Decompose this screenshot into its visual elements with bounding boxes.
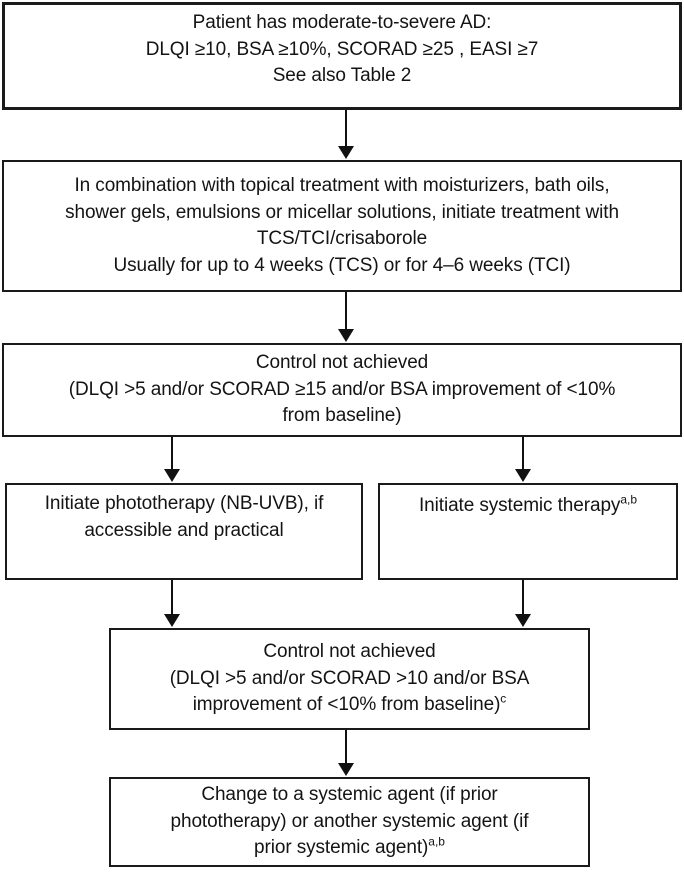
node-text-line: In combination with topical treatment wi…: [74, 175, 610, 196]
node-text-line: Change to a systemic agent (if prior: [201, 784, 498, 806]
node-text-line: Usually for up to 4 weeks (TCS) or for 4…: [113, 254, 571, 276]
node-text-line: (DLQI >5 and/or SCORAD >10 and/or BSA: [169, 667, 530, 689]
arrow-shaft: [522, 580, 524, 616]
node-text: improvement of <10% from baseline): [192, 694, 501, 716]
node-text-line: DLQI ≥10, BSA ≥10%, SCORAD ≥25 , EASI ≥7: [145, 38, 539, 60]
node-initiate-systemic-therapy: Initiate systemic therapya,b: [378, 483, 678, 580]
arrow-shaft: [171, 437, 173, 471]
node-topical-treatment: In combination with topical treatment wi…: [2, 160, 682, 292]
node-text: Initiate systemic therapy: [419, 495, 621, 516]
node-control-not-achieved-first: Control not achieved (DLQI >5 and/or SCO…: [2, 343, 682, 437]
flow-arrow-box1-to-box2: [338, 110, 354, 159]
footnote-marker: c: [500, 691, 507, 706]
flow-arrow-box5-to-box6: [515, 580, 531, 627]
node-text-line: (DLQI >5 and/or SCORAD ≥15 and/or BSA im…: [68, 378, 616, 400]
arrow-shaft: [345, 292, 347, 331]
node-text-line: Control not achieved: [263, 641, 436, 663]
arrow-head-icon: [338, 146, 354, 159]
flow-arrow-box4-to-box6: [164, 580, 180, 627]
node-text-line: prior systemic agent)a,b: [254, 835, 445, 862]
footnote-marker: a,b: [620, 492, 637, 507]
node-text-line: Initiate phototherapy (NB-UVB), if: [44, 493, 324, 514]
arrow-head-icon: [515, 614, 531, 627]
arrow-shaft: [522, 437, 524, 471]
flow-arrow-box3-to-box5: [515, 437, 531, 482]
node-text-line: improvement of <10% from baseline)c: [193, 692, 507, 719]
footnote-marker: a,b: [428, 834, 445, 849]
node-patient-moderate-severe-ad: Patient has moderate-to-severe AD: DLQI …: [2, 2, 682, 110]
arrow-head-icon: [338, 329, 354, 342]
arrow-shaft: [345, 110, 347, 148]
node-text-line: See also Table 2: [272, 65, 412, 87]
node-text-line: Initiate systemic therapya,b: [419, 493, 637, 520]
flow-arrow-box2-to-box3: [338, 292, 354, 342]
node-change-systemic-agent: Change to a systemic agent (if prior pho…: [109, 777, 590, 867]
arrow-shaft: [171, 580, 173, 616]
arrow-head-icon: [338, 763, 354, 776]
node-text-line: TCS/TCI/crisaborole: [256, 228, 428, 249]
arrow-head-icon: [515, 469, 531, 482]
node-initiate-phototherapy: Initiate phototherapy (NB-UVB), if acces…: [5, 483, 363, 580]
arrow-head-icon: [164, 614, 180, 627]
node-text-line: from baseline): [282, 405, 402, 427]
flow-arrow-box6-to-box7: [338, 730, 354, 776]
arrow-shaft: [345, 730, 347, 765]
node-text: prior systemic agent): [254, 837, 429, 859]
node-text-line: phototherapy) or another systemic agent …: [170, 810, 529, 832]
node-control-not-achieved-second: Control not achieved (DLQI >5 and/or SCO…: [109, 628, 590, 730]
flow-arrow-box3-to-box4: [164, 437, 180, 482]
node-text-line: Patient has moderate-to-severe AD:: [192, 12, 492, 34]
node-text-line: shower gels, emulsions or micellar solut…: [65, 201, 619, 223]
arrow-head-icon: [164, 469, 180, 482]
node-text-line: accessible and practical: [84, 519, 284, 541]
node-text-line: Control not achieved: [255, 352, 429, 374]
